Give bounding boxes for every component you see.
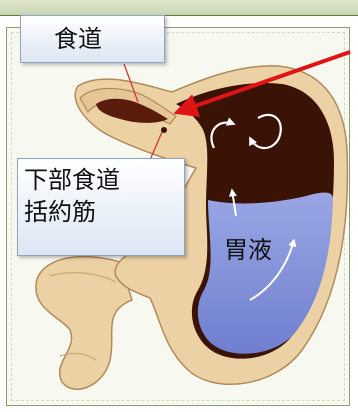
esophagus-label: 食道 [54,23,164,55]
sphincter-label-box: 下部食道 括約筋 [17,158,185,256]
sphincter-label-line-2: 括約筋 [24,196,184,228]
esophagus-label-box: 食道 [20,15,165,63]
sphincter-label-line-1: 下部食道 [24,164,184,196]
gastric-juice-label: 胃液 [224,230,272,265]
